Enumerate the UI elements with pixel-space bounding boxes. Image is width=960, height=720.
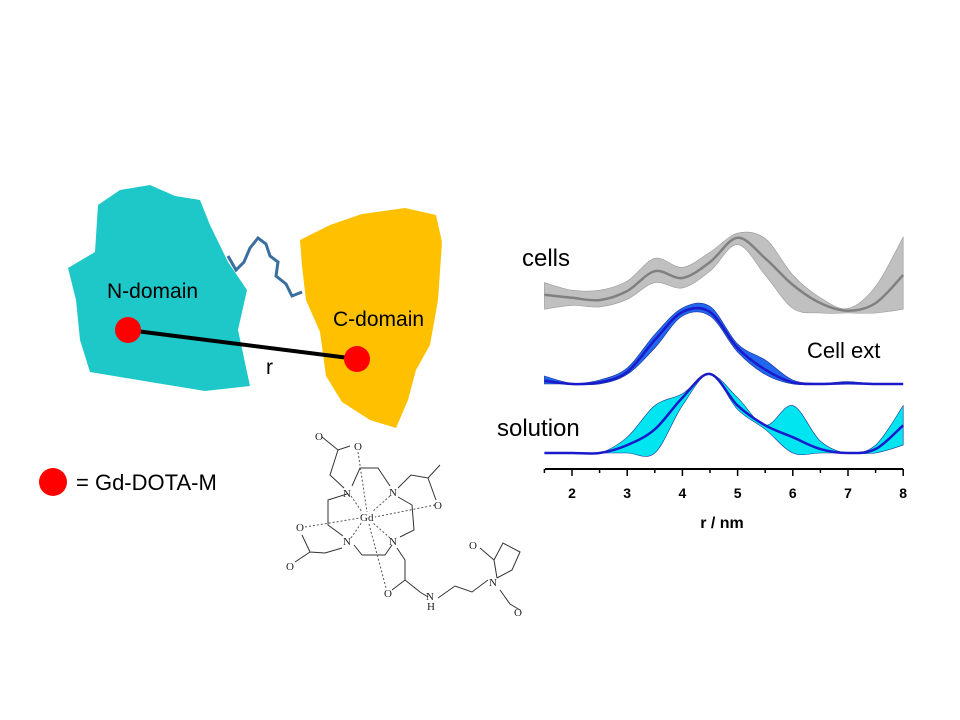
series-label-cells: cells bbox=[522, 245, 570, 272]
atom-o: O bbox=[384, 588, 392, 600]
spin-label-n-dot bbox=[115, 317, 141, 343]
atom-n: N bbox=[389, 536, 397, 548]
c-domain-shape bbox=[300, 208, 442, 428]
distance-label: r bbox=[266, 356, 273, 379]
series-label-solution: solution bbox=[497, 415, 580, 442]
n-domain-label: N-domain bbox=[107, 280, 198, 303]
x-tick-label: 2 bbox=[568, 485, 576, 501]
x-tick-label: 6 bbox=[789, 485, 797, 501]
x-tick-label: 5 bbox=[734, 485, 742, 501]
spin-label-c-dot bbox=[344, 346, 370, 372]
atom-o: O bbox=[469, 540, 477, 552]
x-tick-label: 4 bbox=[679, 485, 687, 501]
c-domain-label: C-domain bbox=[333, 308, 424, 331]
x-axis-label: r / nm bbox=[700, 515, 744, 532]
legend-label: = Gd-DOTA-M bbox=[76, 470, 217, 495]
uncertainty-band-cells bbox=[544, 231, 904, 314]
atom-o: O bbox=[315, 431, 323, 443]
atom-gd: Gd bbox=[360, 512, 374, 524]
series-label-cell-ext: Cell ext bbox=[807, 338, 880, 363]
mean-line-cells bbox=[544, 236, 905, 312]
mean-line-solution bbox=[544, 372, 905, 455]
linker-chain bbox=[226, 235, 303, 298]
atom-n: N bbox=[389, 487, 397, 499]
atom-n: N bbox=[343, 488, 351, 500]
atom-o: O bbox=[286, 561, 294, 573]
atom-n: N bbox=[426, 591, 434, 603]
atom-n: N bbox=[343, 536, 351, 548]
legend-dot bbox=[39, 468, 67, 496]
atom-o: O bbox=[354, 441, 362, 453]
atom-o: O bbox=[514, 607, 522, 619]
atom-h: H bbox=[427, 601, 435, 613]
atom-o: O bbox=[296, 522, 304, 534]
distance-line bbox=[127, 328, 358, 361]
mean-line-cell-ext bbox=[544, 306, 904, 386]
atom-n: N bbox=[489, 577, 497, 589]
distance-distribution-chart: cells Cell ext solution 2 3 4 5 6 7 8 r / nm bbox=[497, 231, 907, 532]
molecule-atoms: O O O O O O O O N N N N N N H Gd bbox=[286, 431, 522, 619]
atom-o: O bbox=[434, 500, 442, 512]
x-tick-label: 7 bbox=[844, 485, 852, 501]
x-tick-label: 3 bbox=[623, 485, 631, 501]
gd-dota-m-structure bbox=[294, 436, 521, 611]
x-tick-label: 8 bbox=[899, 485, 907, 501]
